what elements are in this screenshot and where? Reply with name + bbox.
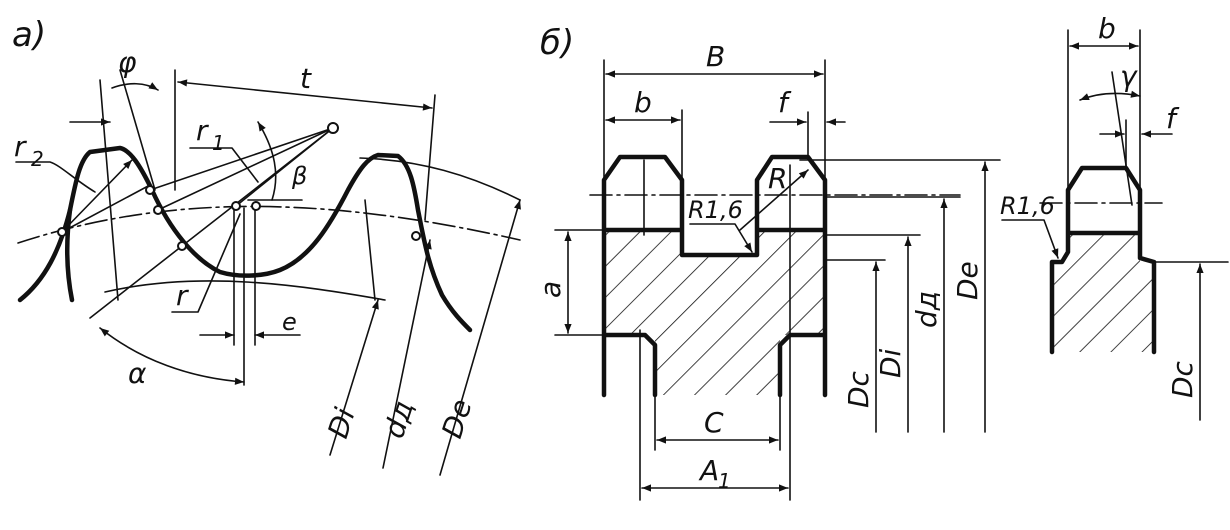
dim-line-t: [177, 79, 433, 111]
label-dc-b: Dc: [842, 370, 875, 408]
panel-b-cross-section: б) B b f R R1,6 a: [534, 23, 1001, 501]
arc-di: [104, 280, 386, 301]
label-r2: r: [14, 130, 27, 163]
leader-R: [739, 169, 809, 231]
r1-line-1: [157, 127, 334, 211]
node-flank-upper: [145, 185, 155, 195]
label-r2-sub: 2: [31, 147, 44, 171]
dim-line-de: [439, 199, 521, 476]
node-right-flank: [411, 231, 421, 241]
node-r1-center: [327, 122, 339, 134]
tooth-axis-left: [99, 79, 119, 301]
node-r2-center: [57, 227, 67, 237]
r1-line-4: [235, 127, 334, 207]
angle-beta-arc: [257, 121, 277, 201]
hub-hatching: [604, 230, 825, 395]
label-R: R: [768, 162, 787, 195]
node-pitch-2: [251, 201, 261, 211]
detail-leader-R16: [1001, 219, 1059, 259]
panel-a-sprocket-profile: a) t φ r 2 r 1: [12, 15, 521, 476]
dim-line-dd: [382, 239, 432, 469]
pitch-ext-right: [424, 94, 436, 221]
detail-label-dc: Dc: [1166, 360, 1199, 398]
panel-c-tooth-detail: b γ f R1,6 Dc: [1000, 12, 1229, 421]
label-di-b: Di: [874, 348, 907, 378]
di-ext: [364, 199, 376, 301]
label-b: b: [634, 86, 652, 119]
label-r1-sub: 1: [212, 131, 225, 155]
label-A1: A: [698, 454, 719, 487]
detail-outline: [1049, 165, 1157, 355]
label-r: r: [176, 279, 189, 312]
dim-line-di: [329, 299, 379, 456]
label-B: B: [706, 40, 725, 73]
flank-line: [119, 69, 156, 191]
label-de-b: De: [951, 261, 984, 300]
leader-r2: [15, 161, 96, 193]
detail-angle-gamma-arc: [1079, 90, 1141, 101]
panel-a-label: a): [12, 15, 46, 55]
label-R16: R1,6: [688, 196, 743, 224]
panel-b-label: б): [540, 23, 574, 63]
alpha-ref-line: [89, 245, 183, 319]
leader-r1: [189, 147, 259, 183]
section-outline: [601, 154, 828, 398]
detail-label-gamma: γ: [1120, 60, 1138, 93]
label-di: Di: [321, 404, 362, 442]
label-C: C: [704, 406, 724, 439]
detail-label-R16: R1,6: [1000, 192, 1055, 220]
label-e: e: [282, 308, 297, 336]
angle-alpha-arc: [99, 327, 245, 385]
label-A1-sub: 1: [718, 469, 731, 493]
leader-r: [171, 213, 241, 313]
detail-label-b: b: [1098, 12, 1116, 45]
label-dd: dд: [377, 397, 420, 443]
detail-hub-hatching: [1052, 233, 1154, 352]
r2-line-2: [61, 159, 133, 233]
label-f: f: [778, 86, 792, 119]
label-a: a: [534, 281, 567, 298]
node-flank-lower: [177, 241, 187, 251]
node-flank-mid: [153, 205, 163, 215]
r1-line-3: [149, 127, 334, 191]
tooth-profile-outline: [17, 145, 473, 333]
leader-R16: [689, 223, 753, 253]
angle-phi-arc: [111, 82, 159, 91]
label-alpha: α: [128, 357, 147, 390]
label-r1: r: [196, 114, 209, 147]
arc-de: [359, 157, 521, 201]
r2-line-1: [61, 184, 151, 233]
label-phi: φ: [118, 46, 137, 79]
label-beta: β: [291, 162, 307, 190]
left-tooth-stem: [64, 207, 75, 303]
label-de: De: [435, 395, 478, 442]
label-dd-b: dд: [910, 291, 943, 328]
arc-dd-pitch: [17, 205, 521, 244]
node-pitch-1: [231, 201, 241, 211]
label-t: t: [300, 62, 312, 95]
detail-label-f: f: [1166, 102, 1180, 135]
